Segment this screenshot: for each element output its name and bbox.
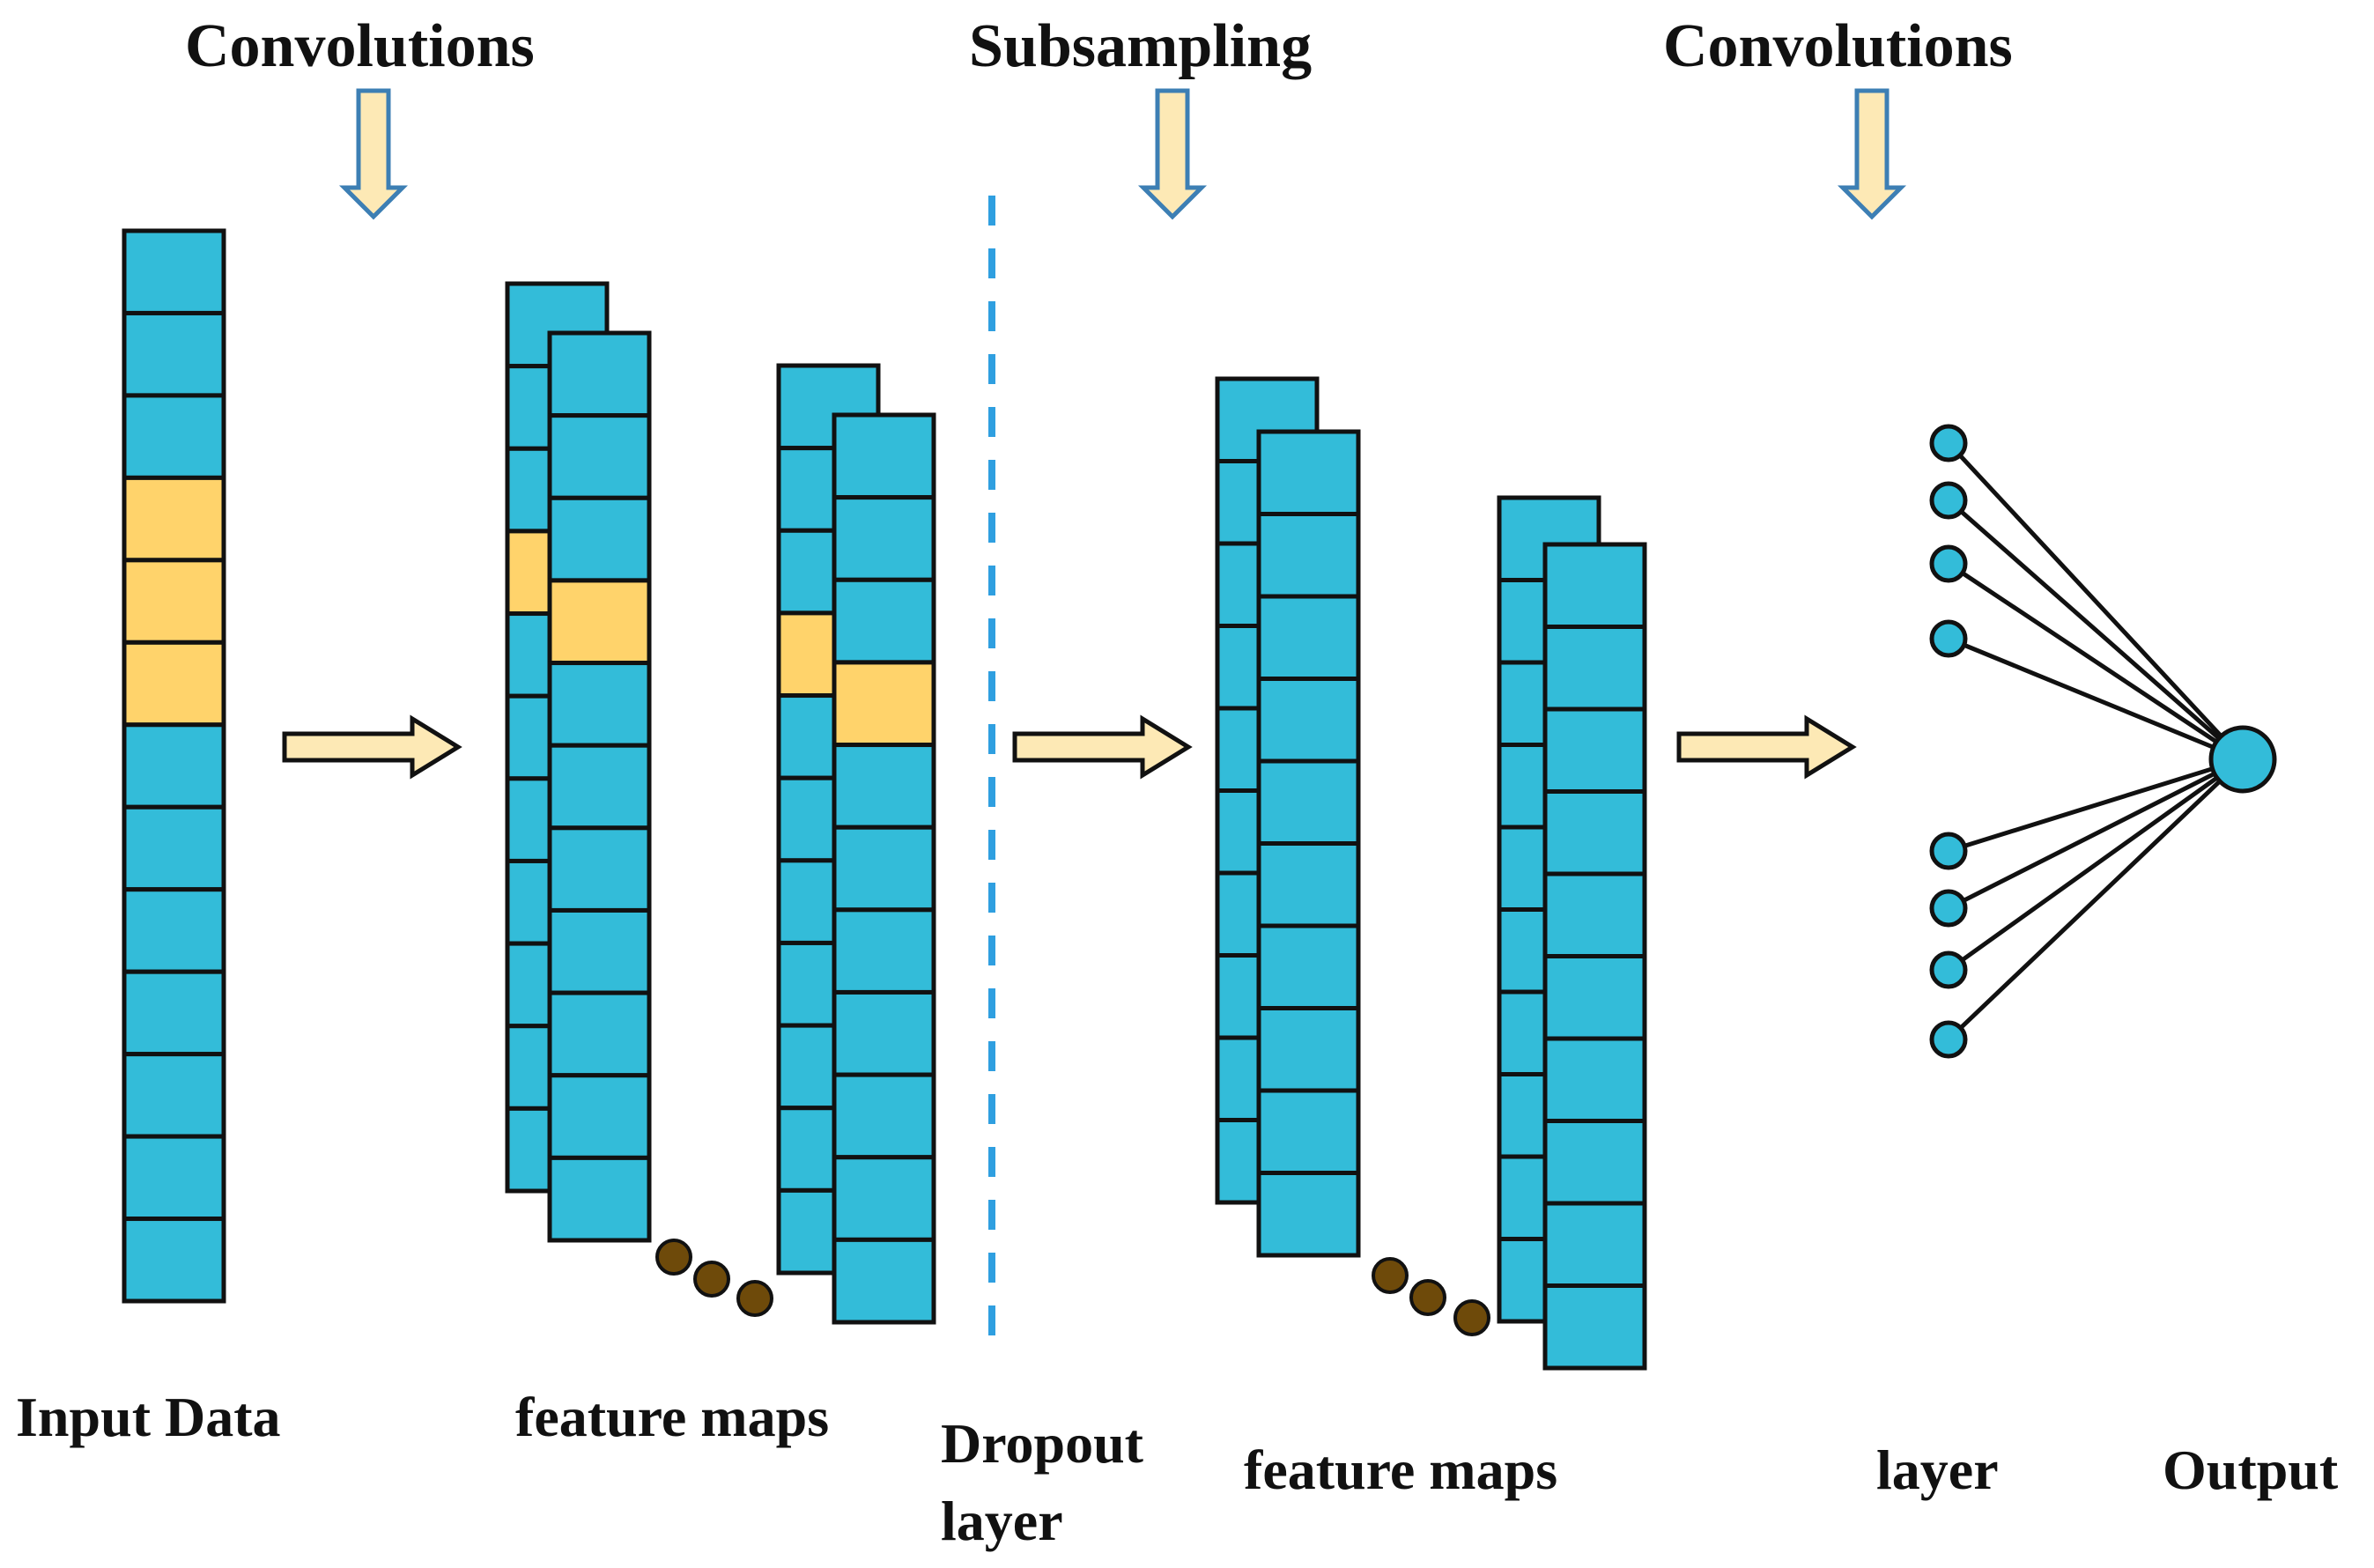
feature-map-1a-front-cell: [547, 495, 652, 583]
input-column-cell: [122, 1217, 226, 1304]
label-dropout: Dropout: [941, 1412, 1143, 1475]
label-dropout-layer: layer: [941, 1490, 1063, 1552]
feature-map-1b-front-highlight-cell: [832, 660, 936, 748]
feature-map-1b-front-cell: [832, 1155, 936, 1242]
layer-node: [1929, 889, 1968, 928]
feature-map-2a-front-cell: [1256, 1088, 1361, 1175]
input-column-cell: [122, 804, 226, 892]
connection-line: [1947, 757, 2245, 911]
layer-node: [1929, 1020, 1968, 1059]
right-arrow-icon: [282, 714, 462, 780]
feature-map-2a-front-cell: [1256, 841, 1361, 928]
layer-node: [1929, 950, 1968, 989]
input-column-cell: [122, 722, 226, 810]
feature-map-1b-front-cell: [832, 907, 936, 995]
header-convolutions-2: Convolutions: [1663, 12, 2013, 80]
feature-map-1b-front-cell: [832, 412, 936, 500]
feature-map-1a-front-cell: [547, 1155, 652, 1243]
down-arrow-icon: [338, 88, 409, 220]
layer-node: [1929, 481, 1968, 520]
right-arrow-icon: [1676, 714, 1857, 780]
label-layer: layer: [1876, 1439, 1999, 1501]
connection-line: [1947, 757, 2245, 973]
ellipsis-dot: [1453, 1299, 1490, 1336]
feature-map-1b-front-cell: [832, 989, 936, 1077]
feature-map-1a-front-cell: [547, 330, 652, 418]
connection-line: [1947, 499, 2245, 761]
layer-node: [1929, 832, 1968, 870]
feature-map-1a-front-cell: [547, 1073, 652, 1160]
ellipsis-dot: [693, 1261, 730, 1298]
feature-map-1b-front-cell: [832, 1072, 936, 1160]
ellipsis-dot: [736, 1280, 773, 1317]
ellipsis-dot: [1409, 1279, 1446, 1316]
feature-map-1b-front-cell: [832, 577, 936, 665]
feature-map-2a-front-cell: [1256, 923, 1361, 1010]
feature-map-2a-front-cell: [1256, 594, 1361, 681]
down-arrow-icon: [1837, 88, 1907, 220]
output-node: [2208, 725, 2277, 794]
feature-map-2a-front-cell: [1256, 1006, 1361, 1093]
connection-line: [1947, 441, 2245, 761]
header-convolutions-1: Convolutions: [185, 12, 535, 80]
header-subsampling: Subsampling: [969, 12, 1313, 80]
input-column-highlight-cell: [122, 558, 226, 645]
input-column-cell: [122, 310, 226, 398]
connection-line: [1948, 636, 2244, 762]
connection-line: [1948, 757, 2244, 854]
feature-map-1a-front-cell: [547, 990, 652, 1078]
feature-map-2b-front-cell: [1542, 1119, 1647, 1206]
right-arrow-icon: [1012, 714, 1193, 780]
ellipsis-dot: [655, 1239, 692, 1276]
feature-map-2b-front-cell: [1542, 1036, 1647, 1123]
feature-map-1a-front-cell: [547, 413, 652, 500]
feature-map-2a-front-cell: [1256, 512, 1361, 599]
feature-map-2b-front-cell: [1542, 542, 1647, 629]
input-column-cell: [122, 1134, 226, 1222]
feature-map-2b-front-cell: [1542, 1283, 1647, 1371]
feature-map-1a-front-cell: [547, 907, 652, 995]
label-feature-maps-1: feature maps: [515, 1386, 830, 1448]
feature-map-1b-front-cell: [832, 825, 936, 913]
feature-map-2a-front-cell: [1256, 758, 1361, 846]
label-input-data: Input Data: [16, 1386, 281, 1448]
feature-map-1a-front-cell: [547, 825, 652, 913]
feature-map-2b-front-cell: [1542, 1201, 1647, 1288]
feature-map-2b-front-cell: [1542, 625, 1647, 712]
input-column-cell: [122, 969, 226, 1057]
feature-map-2a-front-cell: [1256, 677, 1361, 764]
input-column-cell: [122, 1052, 226, 1139]
feature-map-2a-front-cell: [1256, 1171, 1361, 1258]
input-column-cell: [122, 887, 226, 974]
feature-map-1a-front-cell: [547, 743, 652, 831]
layer-node: [1929, 544, 1968, 583]
feature-map-2a-front-cell: [1256, 429, 1361, 516]
feature-map-2b-front-cell: [1542, 871, 1647, 958]
input-column-cell: [122, 393, 226, 480]
label-feature-maps-2: feature maps: [1244, 1439, 1558, 1501]
connection-line: [1947, 561, 2245, 762]
feature-map-1b-front-cell: [832, 743, 936, 830]
layer-node: [1929, 424, 1968, 462]
feature-map-1a-front-highlight-cell: [547, 578, 652, 666]
feature-map-1b-front-cell: [832, 495, 936, 582]
feature-map-1a-front-cell: [547, 661, 652, 748]
connection-line: [1947, 758, 2245, 1041]
feature-map-2b-front-cell: [1542, 706, 1647, 794]
feature-map-1b-front-cell: [832, 1237, 936, 1325]
feature-map-2b-front-cell: [1542, 954, 1647, 1041]
input-column-highlight-cell: [122, 475, 226, 563]
input-column-cell: [122, 228, 226, 315]
input-column-highlight-cell: [122, 640, 226, 728]
ellipsis-dot: [1372, 1257, 1409, 1294]
label-output: Output: [2163, 1439, 2339, 1501]
down-arrow-icon: [1137, 88, 1208, 220]
feature-map-2b-front-cell: [1542, 789, 1647, 876]
layer-node: [1929, 619, 1968, 658]
